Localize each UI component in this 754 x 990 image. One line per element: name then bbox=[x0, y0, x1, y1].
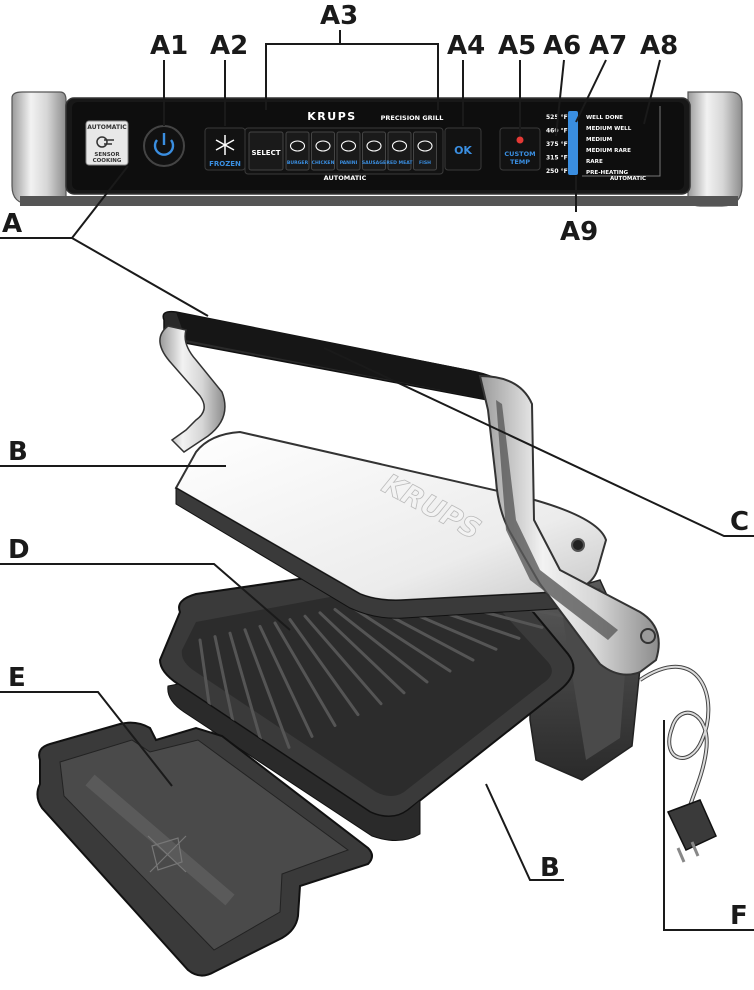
sensor-top-label: AUTOMATIC bbox=[87, 124, 127, 131]
callout-a: A bbox=[2, 209, 22, 239]
callout-a3: A3 bbox=[320, 1, 358, 31]
callout-a6: A6 bbox=[543, 31, 581, 61]
callout-f: F bbox=[730, 901, 748, 931]
program-label: FISH bbox=[419, 160, 431, 166]
doneness-label: MEDIUM RARE bbox=[586, 148, 631, 154]
doneness-label: PRE-HEATING bbox=[586, 170, 629, 176]
select-button[interactable]: SELECT bbox=[248, 131, 284, 171]
temp-label: 375 °F bbox=[546, 141, 568, 148]
callout-b-lower: B bbox=[540, 853, 560, 883]
program-label: SAUSAGE bbox=[362, 160, 386, 166]
callout-a8: A8 bbox=[640, 31, 678, 61]
hinge-screw-icon bbox=[571, 538, 585, 552]
doneness-label: RARE bbox=[586, 159, 603, 165]
sausage-icon bbox=[366, 140, 382, 152]
frozen-label: FROZEN bbox=[209, 160, 241, 168]
callout-labels: A1 A2 A3 A4 A5 A6 A7 A8 A9 A B C D E B F bbox=[2, 1, 749, 931]
program-button-burger[interactable]: BURGER bbox=[285, 131, 310, 171]
panini-icon bbox=[340, 140, 357, 152]
select-label: SELECT bbox=[252, 149, 281, 157]
grill-illustration: KRUPS bbox=[36, 310, 717, 977]
callout-a9: A9 bbox=[560, 217, 598, 247]
panel-model: PRECISION GRILL bbox=[381, 114, 444, 122]
sensor-cooking-badge: AUTOMATIC SENSOR COOKING bbox=[85, 120, 129, 166]
program-button-red-meat[interactable]: RED MEAT bbox=[386, 131, 413, 171]
program-button-chicken[interactable]: CHICKEN bbox=[311, 131, 335, 171]
callout-c: C bbox=[730, 507, 749, 537]
bottom-grill-plate bbox=[158, 557, 590, 841]
no-dishwasher-icon bbox=[147, 835, 187, 873]
plug-icon bbox=[666, 799, 717, 863]
chicken-icon bbox=[315, 140, 331, 152]
red-meat-icon bbox=[391, 140, 408, 152]
power-button[interactable] bbox=[143, 125, 185, 167]
custom-temp-label-1: CUSTOM bbox=[504, 150, 535, 158]
doneness-scale: WELL DONE MEDIUM WELL MEDIUM MEDIUM RARE RAR… bbox=[586, 115, 632, 176]
callout-a2: A2 bbox=[210, 31, 248, 61]
program-label: BURGER bbox=[287, 160, 309, 166]
doneness-automatic-label: AUTOMATIC bbox=[610, 176, 646, 182]
cooking-level-indicator bbox=[568, 111, 578, 175]
program-label: CHICKEN bbox=[312, 160, 335, 166]
callout-d: D bbox=[8, 535, 30, 565]
frozen-button[interactable]: FROZEN bbox=[204, 127, 246, 171]
doneness-label: MEDIUM bbox=[586, 137, 613, 143]
ok-button[interactable]: OK bbox=[444, 127, 482, 171]
callout-a4: A4 bbox=[447, 31, 485, 61]
program-button-fish[interactable]: FISH bbox=[413, 131, 437, 171]
doneness-label: MEDIUM WELL bbox=[586, 126, 632, 132]
temp-label: 525 °F bbox=[546, 114, 568, 121]
custom-temp-button[interactable]: CUSTOM TEMP bbox=[499, 127, 541, 171]
callout-a5: A5 bbox=[498, 31, 536, 61]
sensor-bottom-label-2: COOKING bbox=[93, 158, 122, 164]
program-button-panini[interactable]: PANINI bbox=[336, 131, 361, 171]
leader-lines bbox=[0, 30, 754, 931]
callout-e: E bbox=[8, 663, 26, 693]
sensor-icon bbox=[96, 136, 108, 148]
control-panel: AUTOMATIC SENSOR COOKING FROZEN KR bbox=[11, 91, 743, 207]
temp-label: 250 °F bbox=[546, 168, 568, 175]
callout-a1: A1 bbox=[150, 31, 188, 61]
fish-icon bbox=[417, 140, 433, 152]
drip-tray bbox=[36, 721, 373, 977]
doneness-label: WELL DONE bbox=[586, 115, 623, 121]
sensor-bottom-label-1: SENSOR bbox=[94, 152, 120, 158]
callout-a7: A7 bbox=[589, 31, 627, 61]
program-label: RED MEAT bbox=[386, 160, 413, 166]
custom-temp-label-2: TEMP bbox=[510, 158, 530, 166]
program-automatic-label: AUTOMATIC bbox=[324, 174, 367, 182]
snowflake-icon bbox=[215, 135, 235, 155]
program-button-sausage[interactable]: SAUSAGE bbox=[362, 131, 386, 171]
ok-label: OK bbox=[454, 144, 472, 157]
temp-label: 315 °F bbox=[546, 155, 568, 162]
burger-icon bbox=[289, 140, 306, 152]
power-cord bbox=[638, 664, 717, 863]
panel-brand: KRUPS bbox=[307, 110, 356, 123]
power-icon bbox=[153, 133, 175, 156]
hinge-pivot-icon bbox=[640, 628, 656, 644]
program-label: PANINI bbox=[340, 160, 358, 166]
callout-b: B bbox=[8, 437, 28, 467]
custom-temp-indicator-light bbox=[516, 136, 524, 144]
